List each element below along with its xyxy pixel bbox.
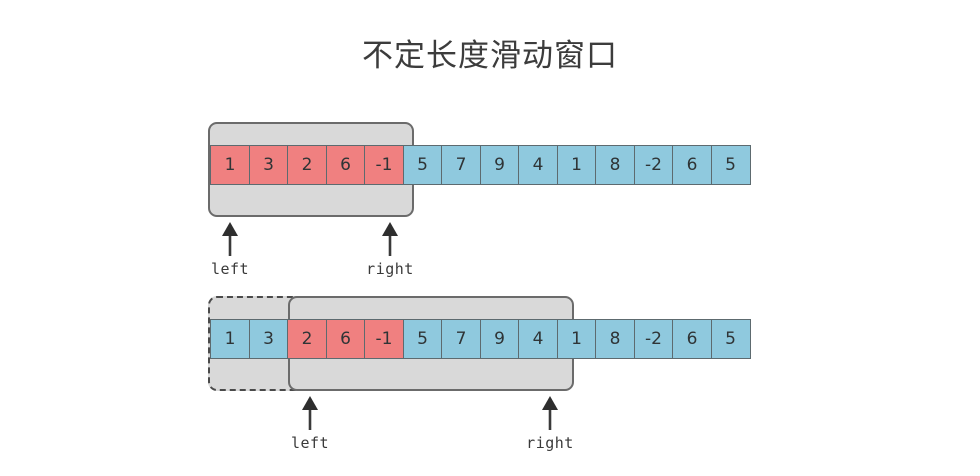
arrow-up-icon: [302, 396, 318, 430]
array-cell: -1: [364, 319, 404, 359]
array-cell: 5: [710, 145, 751, 185]
array-cell: 4: [518, 145, 558, 185]
array-cell: 6: [672, 145, 712, 185]
array-cell: -2: [633, 145, 674, 185]
arrow-up-icon: [222, 222, 238, 256]
array-cell: 1: [210, 319, 250, 359]
array-cell: -1: [364, 145, 404, 185]
array-cell: 8: [595, 145, 635, 185]
array-cell: 1: [210, 145, 250, 185]
right-pointer: right: [360, 222, 420, 278]
array-cell: 6: [325, 145, 366, 185]
array-cell: 2: [287, 319, 327, 359]
array-cell: 1: [556, 145, 597, 185]
arrow-up-icon: [382, 222, 398, 256]
array-cell: 9: [479, 319, 520, 359]
array-cell: 5: [710, 319, 751, 359]
array-cell: 7: [441, 319, 481, 359]
array-cell: 1: [556, 319, 597, 359]
left-pointer: left: [280, 396, 340, 452]
array-strip: 1 3 2 6 -1 5 7 9 4 1 8 -2 6 5: [210, 145, 751, 185]
array-cell: 3: [248, 145, 289, 185]
array-cell: 4: [518, 319, 558, 359]
right-pointer: right: [520, 396, 580, 452]
array-cell: 9: [479, 145, 520, 185]
array-cell: 6: [325, 319, 366, 359]
page-title: 不定长度滑动窗口: [362, 38, 618, 74]
array-cell: 5: [402, 145, 443, 185]
left-pointer-label: left: [210, 260, 250, 278]
right-pointer-label: right: [526, 434, 574, 452]
right-pointer-label: right: [366, 260, 414, 278]
array-cell: 8: [595, 319, 635, 359]
left-pointer: left: [200, 222, 260, 278]
array-strip: 1 3 2 6 -1 5 7 9 4 1 8 -2 6 5: [210, 319, 751, 359]
array-cell: -2: [633, 319, 674, 359]
array-cell: 6: [672, 319, 712, 359]
arrow-up-icon: [542, 396, 558, 430]
array-cell: 3: [248, 319, 289, 359]
expanded-window-row: 1 3 2 6 -1 5 7 9 4 1 8 -2 6 5 left: [0, 288, 980, 452]
array-cell: 5: [402, 319, 443, 359]
initial-window-row: 1 3 2 6 -1 5 7 9 4 1 8 -2 6 5 left: [0, 110, 980, 278]
array-cell: 2: [287, 145, 327, 185]
array-cell: 7: [441, 145, 481, 185]
left-pointer-label: left: [290, 434, 330, 452]
